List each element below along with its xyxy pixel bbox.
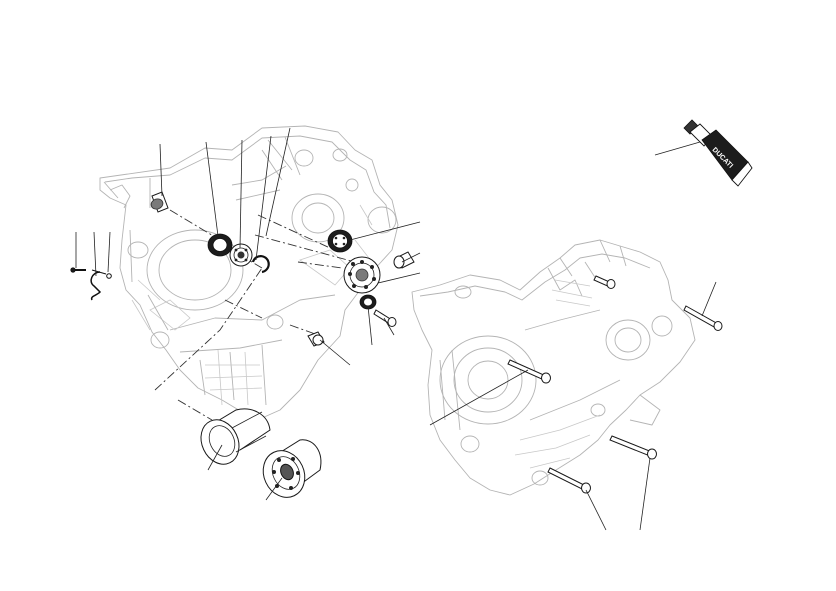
plug-1 — [393, 251, 415, 269]
sealant-tube: DUCATI — [683, 119, 753, 187]
seal-ring — [359, 294, 377, 310]
crankcase-right-half — [411, 239, 696, 496]
hook-clip — [90, 269, 107, 301]
main-bearing-inner — [229, 243, 253, 267]
callout-leader-lines — [75, 127, 717, 531]
circlip — [251, 255, 270, 274]
bushing — [150, 191, 169, 213]
small-screw — [373, 309, 397, 327]
long-screw-2 — [683, 305, 723, 331]
roller-bearing-large — [262, 439, 322, 498]
long-screw-1 — [593, 275, 616, 289]
ball-bearing-large — [343, 256, 381, 294]
small-screw — [70, 267, 112, 279]
plug-2 — [307, 331, 325, 347]
main-bearing-outer-large — [200, 408, 271, 465]
long-screw-3 — [507, 359, 551, 384]
long-screw-4 — [547, 467, 591, 494]
shaft-bearing-1 — [327, 229, 353, 253]
crankcase-left-half — [99, 125, 399, 419]
long-screw-5 — [609, 435, 657, 460]
main-bearing-outer — [207, 233, 233, 257]
